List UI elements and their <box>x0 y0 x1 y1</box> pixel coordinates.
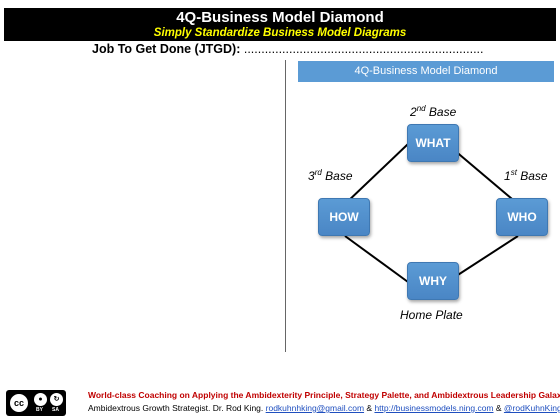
jtgd-label: Job To Get Done (JTGD): <box>92 42 241 56</box>
node-who: WHO <box>496 198 548 236</box>
cc-by-label: BY <box>36 407 43 413</box>
jtgd-dots: ........................................… <box>243 42 484 56</box>
connector-why-how <box>344 235 409 283</box>
node-what: WHAT <box>407 124 459 162</box>
sa-icon: ↻ <box>50 393 63 406</box>
header-bar: 4Q-Business Model Diamond Simply Standar… <box>4 8 556 41</box>
node-why: WHY <box>407 262 459 300</box>
footer: cc ● ↻ BY SA World-class Coaching on App… <box>0 388 560 420</box>
by-icon: ● <box>34 393 47 406</box>
cc-sa-label: SA <box>52 407 59 413</box>
diamond-diagram: WHAT HOW WHO WHY 2nd Base 3rd Base 1st B… <box>290 86 560 336</box>
cc-license-badge[interactable]: cc ● ↻ BY SA <box>6 390 66 416</box>
website-link[interactable]: http://businessmodels.ning.com <box>374 403 494 413</box>
diagram-panel-title: 4Q-Business Model Diamond <box>298 61 554 82</box>
page-title: 4Q-Business Model Diamond <box>176 9 384 26</box>
email-link[interactable]: rodkuhnhking@gmail.com <box>265 403 365 413</box>
label-second-base: 2nd Base <box>410 104 457 119</box>
vertical-divider <box>285 60 286 352</box>
page-subtitle: Simply Standardize Business Model Diagra… <box>153 27 407 39</box>
twitter-link[interactable]: @rodKuhnKing <box>503 403 560 413</box>
jtgd-line: Job To Get Done (JTGD): ................… <box>92 42 484 56</box>
connector-how-what <box>344 143 409 205</box>
footer-contact: Ambidextrous Growth Strategist. Dr. Rod … <box>88 403 560 413</box>
label-first-base: 1st Base <box>504 168 548 183</box>
label-third-base: 3rd Base <box>308 168 353 183</box>
cc-icon: cc <box>8 392 30 414</box>
footer-tagline: World-class Coaching on Applying the Amb… <box>88 390 560 400</box>
node-how: HOW <box>318 198 370 236</box>
label-home-plate: Home Plate <box>400 308 463 322</box>
